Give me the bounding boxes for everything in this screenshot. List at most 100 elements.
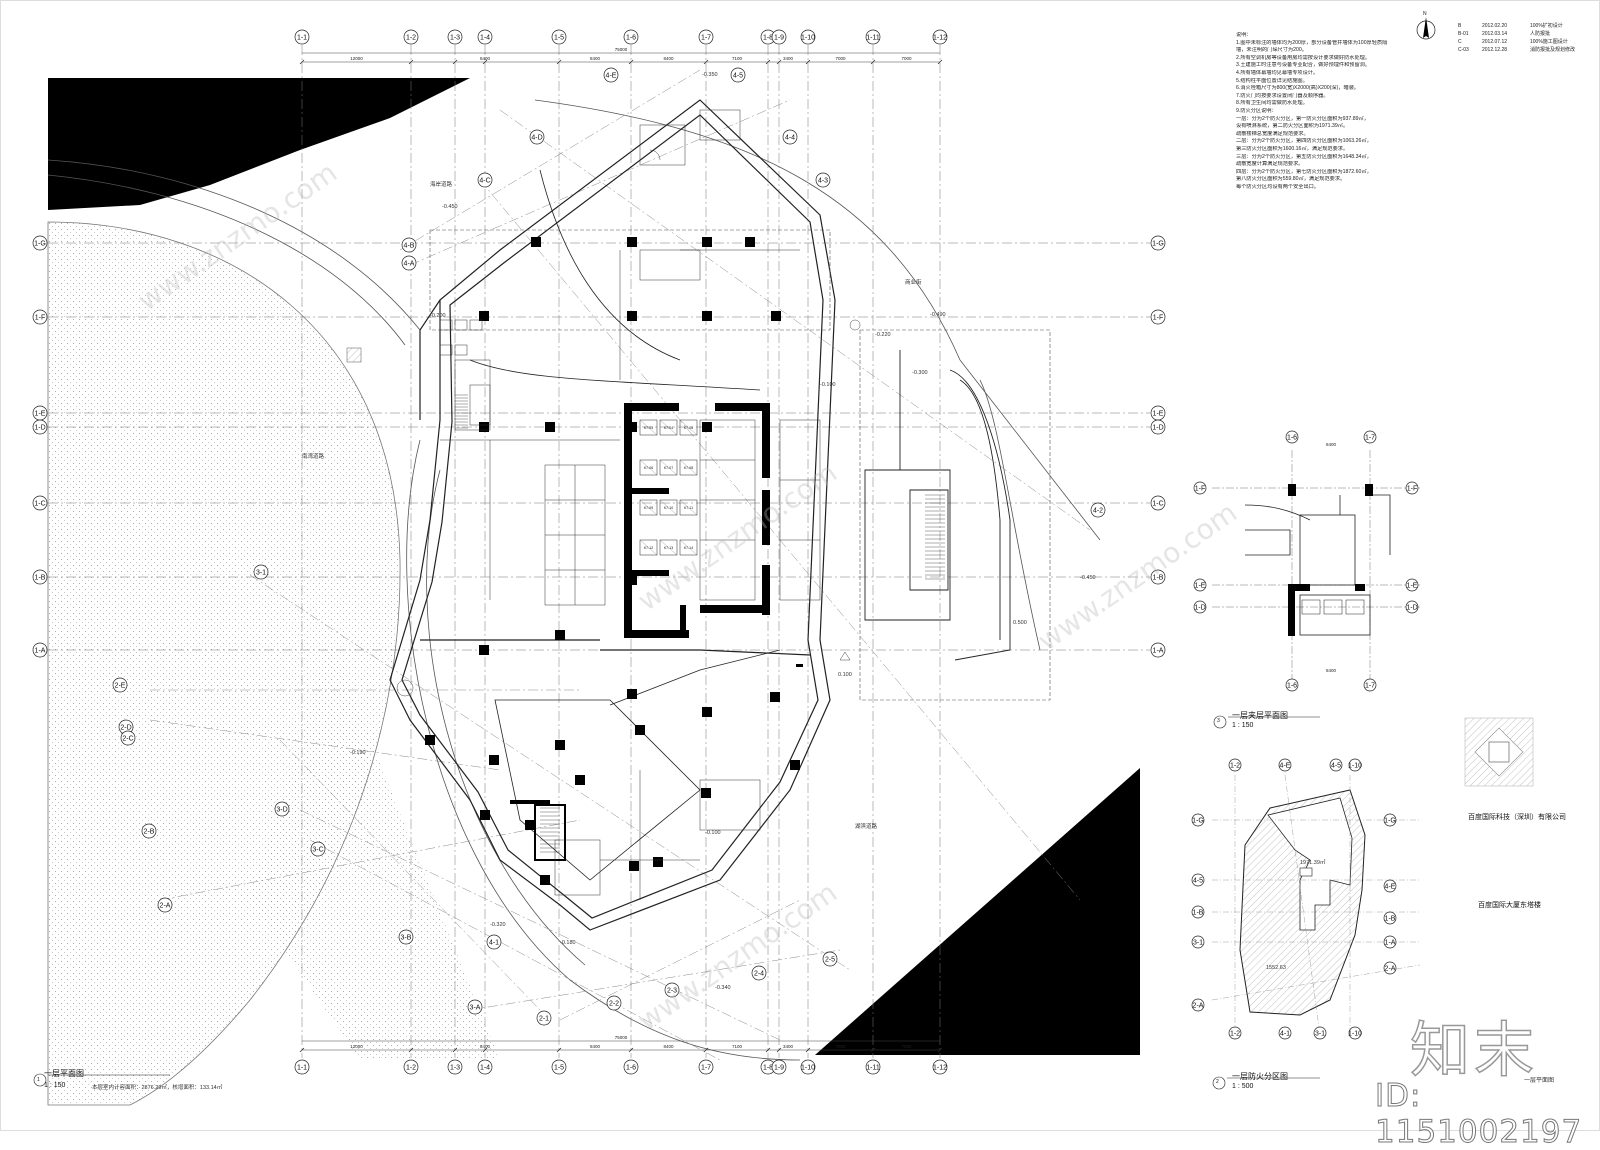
svg-text:1-2: 1-2 (406, 1065, 416, 1072)
svg-text:1-10: 1-10 (801, 35, 815, 42)
svg-text:1-A: 1-A (1153, 648, 1164, 655)
bottom-dim-6: 7000 (835, 1044, 846, 1049)
grid-bubble-top-1-10: 1-10 (800, 29, 816, 45)
svg-text:1-10: 1-10 (1348, 763, 1362, 770)
svg-text:2-A: 2-A (160, 903, 171, 910)
mezz-plan-scale: 1 : 150 (1232, 722, 1254, 729)
svg-text:1-6: 1-6 (1287, 683, 1297, 690)
bottom-dim-4: 7100 (732, 1044, 743, 1049)
axis-bubble-4-2: 4-2 (1090, 502, 1106, 518)
axis-bubble-4-E: 4-E (603, 67, 619, 83)
svg-text:1-B: 1-B (1385, 916, 1396, 923)
svg-text:2-D: 2-D (120, 725, 131, 732)
svg-text:1-7: 1-7 (1365, 683, 1375, 690)
svg-text:1-5: 1-5 (554, 35, 564, 42)
grid-bubble-bottom-1-1: 1-1 (294, 1059, 310, 1075)
top-dim-3: 8400 (663, 56, 674, 61)
svg-text:4-5: 4-5 (733, 73, 743, 80)
axis-bubble-4-A: 4-A (401, 255, 417, 271)
axis-bubble-2-4: 2-4 (751, 965, 767, 981)
svg-text:1-G: 1-G (1152, 241, 1164, 248)
grid-bubble-right-1-C: 1-C (1150, 495, 1166, 511)
axis-bubble-2-A: 2-A (157, 897, 173, 913)
level-marker: 0.500 (1013, 620, 1027, 626)
axis-bubble-3-B: 3-B (398, 929, 414, 945)
svg-text:1-11: 1-11 (866, 35, 880, 42)
svg-text:1-3: 1-3 (450, 1065, 460, 1072)
svg-text:4-1: 4-1 (489, 940, 499, 947)
svg-text:4-C: 4-C (479, 178, 490, 185)
svg-text:1-B: 1-B (1193, 910, 1204, 917)
site-label-east: 商业街 (905, 280, 922, 286)
bottom-dim-0: 12000 (350, 1044, 363, 1049)
svg-text:1-9: 1-9 (774, 35, 784, 42)
fire-bubble-top-3: 1-10 (1348, 758, 1362, 772)
level-marker: -0.350 (702, 72, 718, 78)
note-line: 一层：分为2个防火分区，第一防火分区面积为937.89㎡， (1236, 115, 1369, 122)
grid-bubble-bottom-1-5: 1-5 (551, 1059, 567, 1075)
note-line: 二层：分为2个防火分区，第四防火分区面积为1063.26㎡， (1236, 138, 1372, 145)
core-walls (510, 403, 770, 861)
project-name: 百度国际大厦东塔楼 (1478, 901, 1541, 909)
grid-bubbles: 1-11-11-21-21-31-31-41-41-51-51-61-61-71… (32, 29, 1166, 1075)
grid-bubble-bottom-1-11: 1-11 (865, 1059, 881, 1075)
grid-bubble-right-1-E: 1-E (1150, 405, 1166, 421)
grid-bubble-left-1-A: 1-A (32, 642, 48, 658)
bottom-dim-1: 8400 (480, 1044, 491, 1049)
mezz-bubble-right-1-D: 1-D (1405, 600, 1419, 614)
note-line: 9.防火分区说明： (1236, 107, 1277, 114)
view-title-markers (33, 715, 1320, 1090)
revision-code: B-01 (1458, 31, 1469, 37)
revision-code: B (1458, 23, 1462, 29)
level-marker: -0.190 (350, 750, 366, 756)
note-line: 7.防火门均按要求设置闭门器及顺序器。 (1236, 92, 1329, 99)
svg-text:1-A: 1-A (1385, 940, 1396, 947)
mezz-plan-title: 一层夹层平面图 (1232, 711, 1288, 720)
note-line: 第三防火分区面积为1600.16㎡，满足规范要求。 (1236, 145, 1349, 152)
note-line: 第八防火分区面积为559.80㎡，满足规范要求。 (1236, 176, 1346, 183)
note-line: 疏散宽度计算满足规范要求。 (1236, 161, 1304, 168)
svg-text:1-D: 1-D (1152, 425, 1163, 432)
svg-text:1-C: 1-C (34, 501, 45, 508)
grid-bubble-right-1-A: 1-A (1150, 642, 1166, 658)
svg-text:3-A: 3-A (470, 1005, 481, 1012)
fire-bubble-bottom-3: 1-10 (1348, 1026, 1362, 1040)
top-dim-0: 12000 (350, 56, 363, 61)
svg-text:1-F: 1-F (1407, 486, 1418, 493)
level-marker: -0.450 (1080, 575, 1096, 581)
level-marker: 0.100 (838, 672, 852, 678)
mezz-bubble-bottom-1-7: 1-7 (1363, 678, 1377, 692)
fire-bubble-right-3: 1-A (1383, 935, 1397, 949)
svg-text:1-1: 1-1 (297, 1065, 307, 1072)
grid-bubble-top-1-6: 1-6 (623, 29, 639, 45)
grid-bubble-left-1-F: 1-F (32, 309, 48, 325)
mezz-bubble-left-1-E: 1-E (1193, 578, 1207, 592)
grid-bubble-left-1-E: 1-E (32, 405, 48, 421)
mezzanine-elevators (1301, 599, 1365, 615)
level-marker: -0.300 (912, 370, 928, 376)
mezz-bubble-top-1-6: 1-6 (1285, 430, 1299, 444)
svg-text:1-D: 1-D (1194, 605, 1205, 612)
axis-bubble-3-1: 3-1 (253, 564, 269, 580)
svg-text:1-G: 1-G (34, 241, 46, 248)
svg-text:1-5: 1-5 (554, 1065, 564, 1072)
grid-bubble-bottom-1-12: 1-12 (932, 1059, 948, 1075)
mezzanine-plan (1212, 450, 1420, 690)
mezz-bubble-right-1-E: 1-E (1405, 578, 1419, 592)
top-dim-2: 8400 (590, 56, 601, 61)
fire-bubble-top-1: 4-E (1278, 758, 1292, 772)
elevator-tag-K7-03: K7-03 (644, 426, 653, 430)
note-line: 6.消火栓箱尺寸为800(宽)X2000(高)X200(深)，暗装。 (1236, 85, 1360, 92)
svg-text:1-9: 1-9 (774, 1065, 784, 1072)
top-dim-total: 75000 (615, 47, 628, 52)
fire-area-a: 1971.39㎡ (1300, 860, 1326, 866)
toilet-fixtures (439, 319, 483, 356)
svg-text:1-B: 1-B (35, 575, 46, 582)
general-notes: 说明： 1.图中未标注的墙体均为200厚，部分设备管井墙体为100厚轻质隔 墙，… (1236, 32, 1396, 191)
elevator-tag-K7-14: K7-14 (684, 546, 693, 550)
fire-plan-scale: 1 : 500 (1232, 1083, 1254, 1090)
elevator-tag-K7-07: K7-07 (664, 466, 673, 470)
